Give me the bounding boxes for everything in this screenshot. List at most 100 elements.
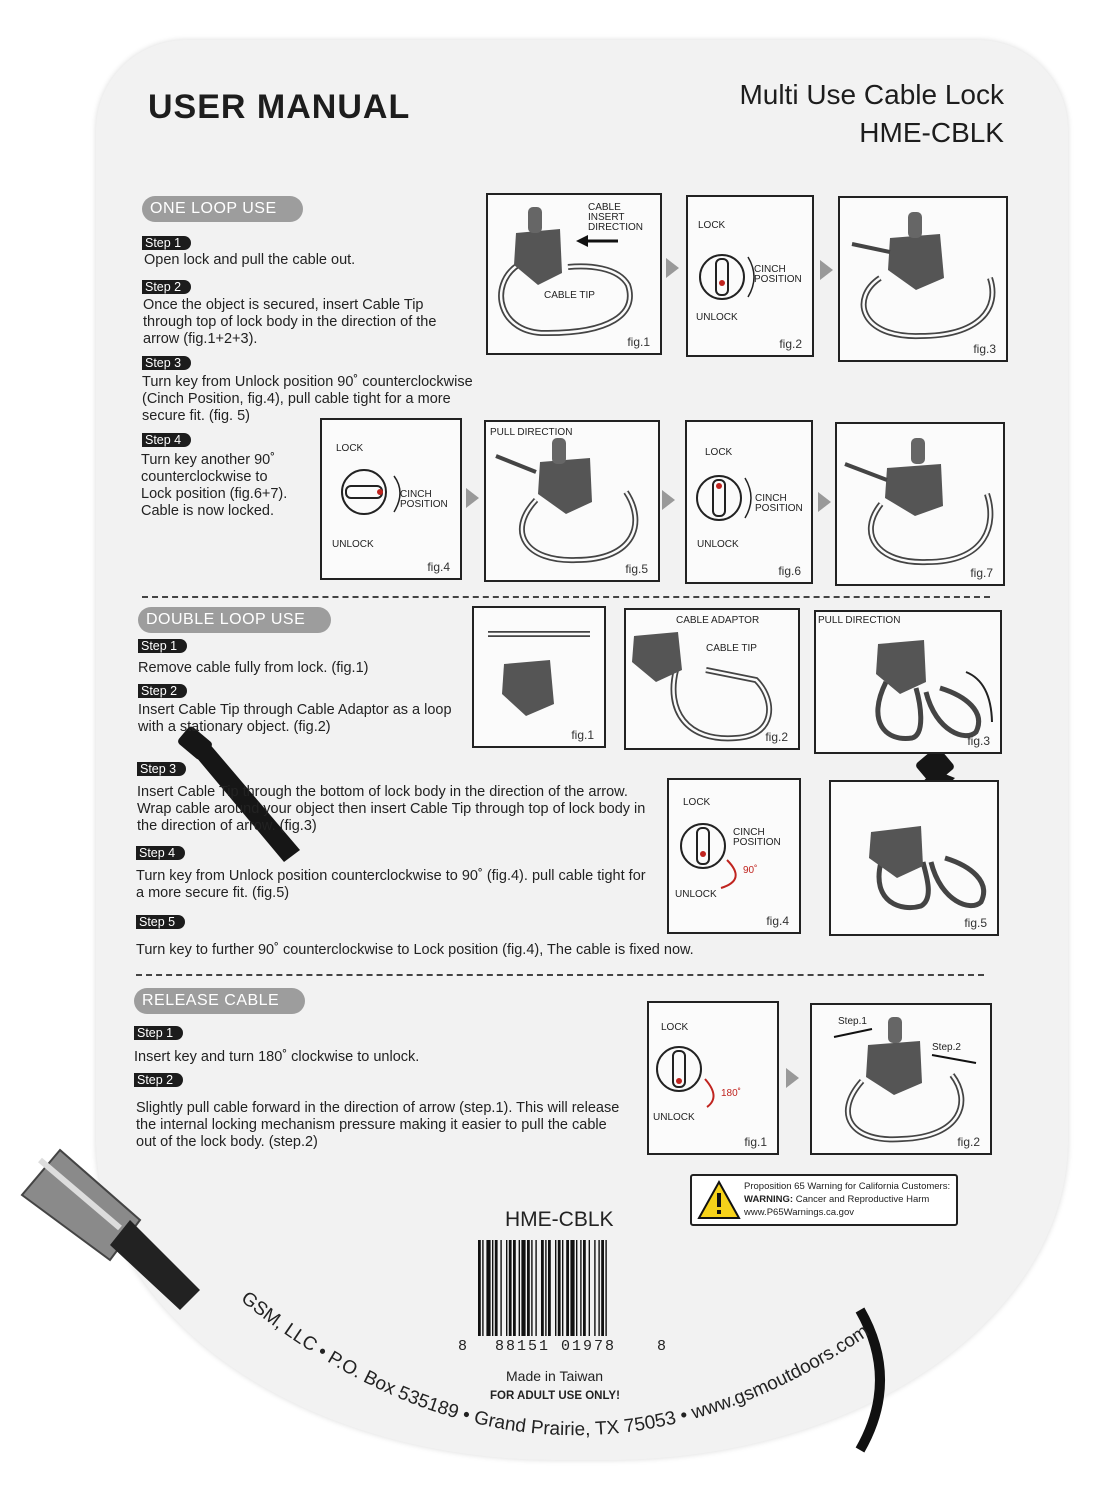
product-title: Multi Use Cable Lock HME-CBLK: [739, 76, 1004, 152]
double-loop-fig1: fig.1: [472, 606, 606, 748]
key-dial-icon: [680, 823, 737, 889]
warning-line2-text: Cancer and Reproductive Harm: [793, 1194, 930, 1205]
fig-label: fig.2: [765, 730, 788, 744]
release-fig2: Step.1 Step.2 fig.2: [810, 1003, 992, 1155]
barcode-bar: [535, 1240, 537, 1336]
prop65-warning: Proposition 65 Warning for California Cu…: [690, 1174, 958, 1226]
step-tag: Step 2: [138, 684, 188, 698]
warning-bold: WARNING:: [744, 1194, 794, 1205]
warning-line3: www.P65Warnings.ca.gov: [744, 1207, 855, 1218]
cable-icon: [855, 1307, 885, 1453]
barcode-bar: [555, 1240, 557, 1336]
barcode-bar: [557, 1240, 561, 1336]
one-loop-fig2: LOCK CINCH POSITION UNLOCK fig.2: [686, 195, 814, 357]
cinch-position-label: CINCH POSITION: [400, 489, 448, 510]
step-tag: Step 4: [136, 846, 186, 860]
barcode-bar: [531, 1240, 533, 1336]
lock-cable-loop-icon: [498, 207, 633, 337]
step-text: Insert key and turn 180˚ clockwise to un…: [134, 1049, 420, 1065]
barcode-bar: [541, 1240, 544, 1336]
next-arrow-icon: [820, 260, 833, 280]
cinch-position-label: CINCH POSITION: [733, 827, 781, 848]
double-loop-fig3: PULL DIRECTION fig.3: [814, 610, 1002, 754]
barcode-bar: [500, 1240, 502, 1336]
double-loop-icon: [869, 826, 986, 911]
barcode-bar: [570, 1240, 575, 1336]
barcode-bar: [492, 1240, 494, 1336]
next-arrow-icon: [666, 258, 679, 278]
barcode-bar: [576, 1240, 578, 1336]
lock-label: LOCK: [336, 443, 364, 454]
warning-triangle-icon: [697, 1179, 741, 1219]
fig-label: fig.4: [427, 560, 450, 574]
made-in: Made in Taiwan: [506, 1368, 604, 1384]
section-divider: [142, 596, 990, 598]
degree-90-label: 90˚: [743, 865, 758, 876]
barcode-bar: [506, 1240, 508, 1336]
fig-label: fig.1: [744, 1135, 767, 1149]
one-loop-fig6: LOCK CINCH POSITION UNLOCK fig.6: [685, 420, 813, 584]
cable-tip-label: CABLE TIP: [706, 643, 757, 654]
barcode-bar: [548, 1240, 551, 1336]
step-tag: Step 3: [137, 762, 187, 776]
step-text: Slightly pull cable forward in the direc…: [136, 1100, 620, 1150]
fig-label: fig.7: [970, 566, 993, 580]
lock-label: LOCK: [705, 447, 733, 458]
fig-label: fig.1: [571, 728, 594, 742]
fig-label: fig.5: [964, 916, 987, 930]
fig-label: fig.5: [625, 562, 648, 576]
key-dial-icon: [696, 475, 752, 521]
pull-direction-label: PULL DIRECTION: [490, 427, 573, 438]
step-tag: Step 2: [142, 280, 192, 294]
address-text: GSM, LLC • P.O. Box 535189 • Grand Prair…: [237, 1288, 873, 1441]
lock-and-cable-icon: [488, 631, 590, 716]
step-tag: Step 1: [134, 1026, 184, 1040]
barcode-bar: [594, 1240, 596, 1336]
lock-cable-adaptor-icon: [632, 632, 772, 742]
lock-cable-loop-icon: [495, 438, 639, 564]
cable-tip-label: CABLE TIP: [544, 290, 595, 301]
barcode-bar: [566, 1240, 569, 1336]
product-model: HME-CBLK: [859, 117, 1004, 148]
svg-text:GSM, LLC • P.O. Box 535189 •: GSM, LLC • P.O. Box 535189 • Grand Prair…: [237, 1288, 873, 1441]
step-tag: Step 2: [134, 1073, 184, 1087]
barcode-bar: [588, 1240, 590, 1336]
double-loop-fig4: LOCK CINCH POSITION 90˚ UNLOCK fig.4: [667, 778, 801, 934]
barcode-number: 88151 01978: [495, 1338, 617, 1355]
double-loop-fig2: CABLE ADAPTOR CABLE TIP fig.2: [624, 608, 800, 750]
key-dial-icon: [341, 469, 401, 515]
manual-title: USER MANUAL: [148, 88, 411, 126]
cable-adaptor-label: CABLE ADAPTOR: [676, 615, 760, 626]
product-name: Multi Use Cable Lock: [739, 79, 1004, 110]
key-dial-icon: [656, 1046, 715, 1108]
next-arrow-icon: [818, 492, 831, 512]
barcode-bar: [486, 1240, 491, 1336]
section-one-loop-title: ONE LOOP USE: [142, 196, 303, 222]
step-tag: Step 4: [142, 433, 192, 447]
step-text: Once the object is secured, insert Cable…: [143, 297, 437, 347]
barcode-bar: [545, 1240, 547, 1336]
barcode-bar: [605, 1240, 607, 1336]
degree-180-label: 180˚: [721, 1088, 742, 1099]
step-text: Open lock and pull the cable out.: [144, 252, 356, 268]
pull-direction-label: PULL DIRECTION: [818, 615, 901, 626]
fig-label: fig.2: [779, 337, 802, 351]
barcode-bar: [580, 1240, 582, 1336]
fig-label: fig.6: [778, 564, 801, 578]
barcode-bar: [521, 1240, 526, 1336]
unlock-label: UNLOCK: [696, 312, 738, 323]
release-fig1: LOCK 180˚ UNLOCK fig.1: [647, 1001, 779, 1155]
section-release-title: RELEASE CABLE: [134, 988, 306, 1014]
barcode-bar: [508, 1240, 512, 1336]
cable-end-icon: [20, 1148, 200, 1310]
step1-label: Step.1: [838, 1016, 867, 1027]
section-double-loop-title: DOUBLE LOOP USE: [138, 607, 332, 633]
fig-label: fig.3: [967, 734, 990, 748]
key-dial-icon: [699, 254, 755, 300]
barcode-bar: [513, 1240, 516, 1336]
lock-label: LOCK: [698, 220, 726, 231]
warning-line2: WARNING: Cancer and Reproductive Harm: [744, 1194, 929, 1206]
cinch-position-label: CINCH POSITION: [755, 493, 803, 514]
barcode-bar: [562, 1240, 564, 1336]
fig-label: fig.1: [627, 335, 650, 349]
